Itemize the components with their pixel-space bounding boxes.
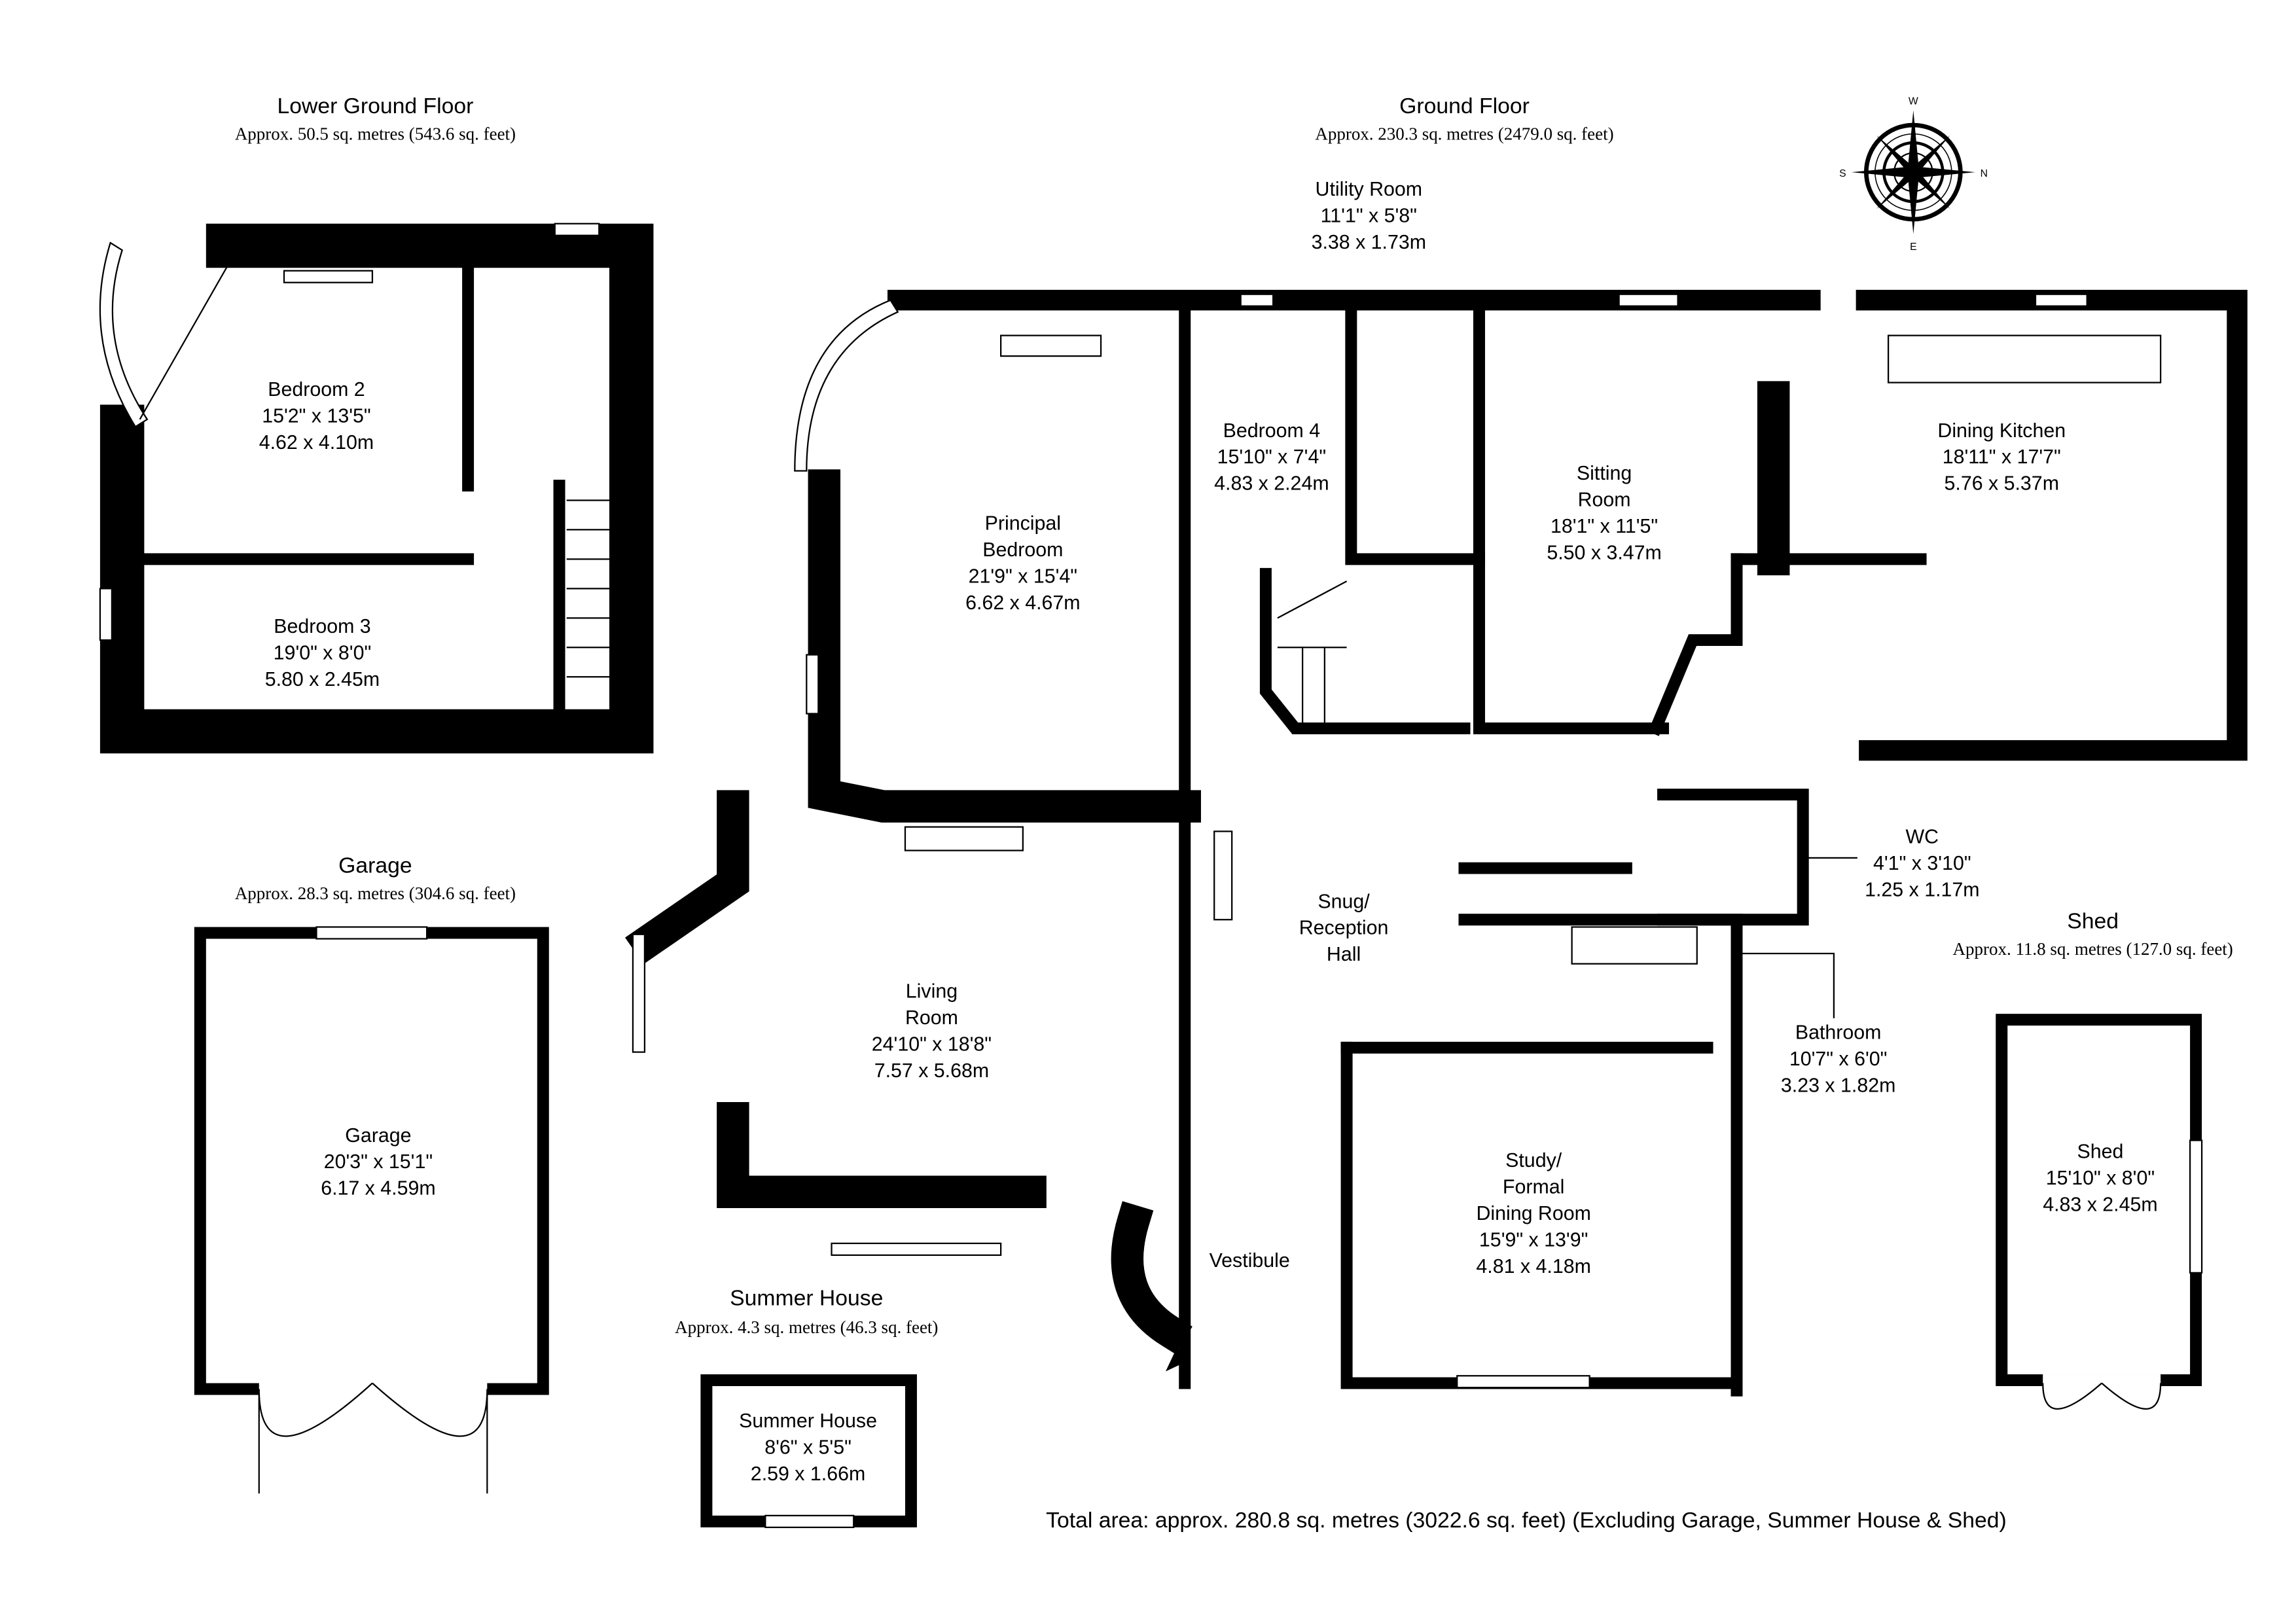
ground-floor-title: Ground Floor [1399,94,1530,118]
svg-text:4.81 x 4.18m: 4.81 x 4.18m [1476,1256,1590,1277]
garage-title: Garage [338,853,412,878]
room-snug-reception-hall: Snug/ Reception Hall [1299,891,1389,965]
svg-text:2.59 x 1.66m: 2.59 x 1.66m [751,1463,865,1485]
svg-text:7.57 x 5.68m: 7.57 x 5.68m [874,1060,989,1082]
svg-text:Room: Room [1578,489,1631,510]
garage-area: Approx. 28.3 sq. metres (304.6 sq. feet) [235,883,516,903]
lower-ground-floor-walls [99,223,654,754]
svg-text:5.80 x 2.45m: 5.80 x 2.45m [265,669,380,690]
svg-text:6.62 x 4.67m: 6.62 x 4.67m [965,592,1080,614]
svg-text:8'6" x 5'5": 8'6" x 5'5" [764,1436,852,1458]
svg-text:3.38 x 1.73m: 3.38 x 1.73m [1312,232,1426,253]
svg-text:Hall: Hall [1327,944,1361,965]
svg-text:11'1" x 5'8": 11'1" x 5'8" [1321,205,1417,227]
compass-e: E [1910,241,1916,253]
svg-text:Shed: Shed [2077,1141,2123,1163]
room-wc: WC 4'1" x 3'10" 1.25 x 1.17m [1803,826,1980,901]
svg-text:Bedroom: Bedroom [982,539,1063,561]
compass-s: S [1839,168,1846,179]
room-dining-kitchen: Dining Kitchen 18'11" x 17'7" 5.76 x 5.3… [1937,420,2066,495]
shed-area: Approx. 11.8 sq. metres (127.0 sq. feet) [1953,939,2233,959]
compass-rose-icon: W E S N [1839,96,1988,253]
svg-text:Room: Room [905,1007,958,1029]
lower-ground-floor-title: Lower Ground Floor [277,94,473,118]
svg-text:20'3" x 15'1": 20'3" x 15'1" [324,1151,433,1173]
svg-text:Garage: Garage [345,1125,411,1147]
svg-text:5.76 x 5.37m: 5.76 x 5.37m [1945,473,2059,495]
room-bathroom: Bathroom 10'7" x 6'0" 3.23 x 1.82m [1736,952,1895,1096]
entrance-arrow-icon [1165,1346,1188,1372]
svg-text:Bathroom: Bathroom [1795,1022,1882,1043]
svg-text:4'1" x 3'10": 4'1" x 3'10" [1873,853,1971,874]
room-principal-bedroom: Principal Bedroom 21'9" x 15'4" 6.62 x 4… [965,512,1080,613]
svg-text:18'11" x 17'7": 18'11" x 17'7" [1943,446,2061,468]
svg-text:15'2" x 13'5": 15'2" x 13'5" [262,405,370,427]
summer-house-heading: Summer House Approx. 4.3 sq. metres (46.… [675,1285,938,1337]
svg-text:18'1" x 11'5": 18'1" x 11'5" [1551,516,1658,537]
svg-text:4.83 x 2.45m: 4.83 x 2.45m [2043,1194,2157,1215]
summer-house-walls [700,1374,917,1528]
room-bedroom-4: Bedroom 4 15'10" x 7'4" 4.83 x 2.24m [1214,420,1329,495]
svg-text:3.23 x 1.82m: 3.23 x 1.82m [1781,1075,1895,1096]
svg-text:15'10" x 7'4": 15'10" x 7'4" [1217,446,1326,468]
compass-w: W [1909,96,1918,107]
room-shed: Shed 15'10" x 8'0" 4.83 x 2.45m [2043,1141,2157,1216]
svg-text:Study/: Study/ [1505,1150,1562,1171]
total-area: Total area: approx. 280.8 sq. metres (30… [1046,1508,2007,1533]
svg-text:4.62 x 4.10m: 4.62 x 4.10m [259,432,374,454]
summer-house-title: Summer House [730,1285,883,1310]
svg-text:Dining Room: Dining Room [1476,1203,1590,1224]
svg-text:19'0" x 8'0": 19'0" x 8'0" [274,642,372,664]
compass-n: N [1981,168,1988,179]
garage-walls [194,926,549,1494]
svg-text:Summer House: Summer House [739,1410,877,1432]
svg-text:21'9" x 15'4": 21'9" x 15'4" [969,565,1077,587]
svg-text:5.50 x 3.47m: 5.50 x 3.47m [1547,542,1661,563]
shed-walls [1996,1014,2203,1410]
svg-text:Formal: Formal [1503,1176,1564,1198]
svg-text:6.17 x 4.59m: 6.17 x 4.59m [321,1178,435,1200]
room-living-room: Living Room 24'10" x 18'8" 7.57 x 5.68m [872,980,992,1081]
ground-floor-heading: Ground Floor Approx. 230.3 sq. metres (2… [1315,94,1613,143]
svg-text:4.83 x 2.24m: 4.83 x 2.24m [1214,473,1329,495]
room-bedroom-3: Bedroom 3 19'0" x 8'0" 5.80 x 2.45m [265,616,380,690]
ground-floor-walls [625,289,2248,1397]
room-utility: Utility Room 11'1" x 5'8" 3.38 x 1.73m [1312,179,1426,253]
svg-text:15'9" x 13'9": 15'9" x 13'9" [1479,1229,1588,1251]
room-study-dining-room: Study/ Formal Dining Room 15'9" x 13'9" … [1476,1150,1590,1277]
ground-floor-area: Approx. 230.3 sq. metres (2479.0 sq. fee… [1315,124,1613,144]
svg-text:Utility Room: Utility Room [1316,179,1423,200]
svg-text:Principal: Principal [985,512,1061,534]
svg-text:Reception: Reception [1299,918,1389,939]
svg-text:1.25 x 1.17m: 1.25 x 1.17m [1865,879,1979,901]
svg-text:24'10" x 18'8": 24'10" x 18'8" [872,1033,992,1055]
room-vestibule: Vestibule [1165,1250,1290,1372]
lower-ground-floor-area: Approx. 50.5 sq. metres (543.6 sq. feet) [235,124,516,144]
svg-text:Living: Living [906,980,958,1002]
svg-text:15'10" x 8'0": 15'10" x 8'0" [2046,1168,2155,1189]
room-bedroom-2: Bedroom 2 15'2" x 13'5" 4.62 x 4.10m [259,379,374,454]
svg-text:Snug/: Snug/ [1318,891,1370,912]
svg-text:Bedroom 3: Bedroom 3 [274,616,370,637]
shed-heading: Shed Approx. 11.8 sq. metres (127.0 sq. … [1953,909,2233,959]
svg-text:10'7" x 6'0": 10'7" x 6'0" [1789,1048,1888,1070]
room-garage: Garage 20'3" x 15'1" 6.17 x 4.59m [321,1125,435,1200]
svg-text:Vestibule: Vestibule [1210,1250,1290,1272]
shed-title: Shed [2067,909,2119,934]
room-summer-house: Summer House 8'6" x 5'5" 2.59 x 1.66m [739,1410,877,1485]
garage-heading: Garage Approx. 28.3 sq. metres (304.6 sq… [235,853,516,902]
room-sitting-room: Sitting Room 18'1" x 11'5" 5.50 x 3.47m [1547,463,1661,563]
svg-text:Bedroom 2: Bedroom 2 [268,379,365,401]
summer-house-area: Approx. 4.3 sq. metres (46.3 sq. feet) [675,1317,938,1337]
lower-ground-floor-heading: Lower Ground Floor Approx. 50.5 sq. metr… [235,94,516,143]
svg-text:Bedroom 4: Bedroom 4 [1223,420,1320,442]
svg-text:Dining Kitchen: Dining Kitchen [1937,420,2066,442]
svg-text:WC: WC [1906,826,1939,847]
svg-text:Sitting: Sitting [1577,463,1632,484]
